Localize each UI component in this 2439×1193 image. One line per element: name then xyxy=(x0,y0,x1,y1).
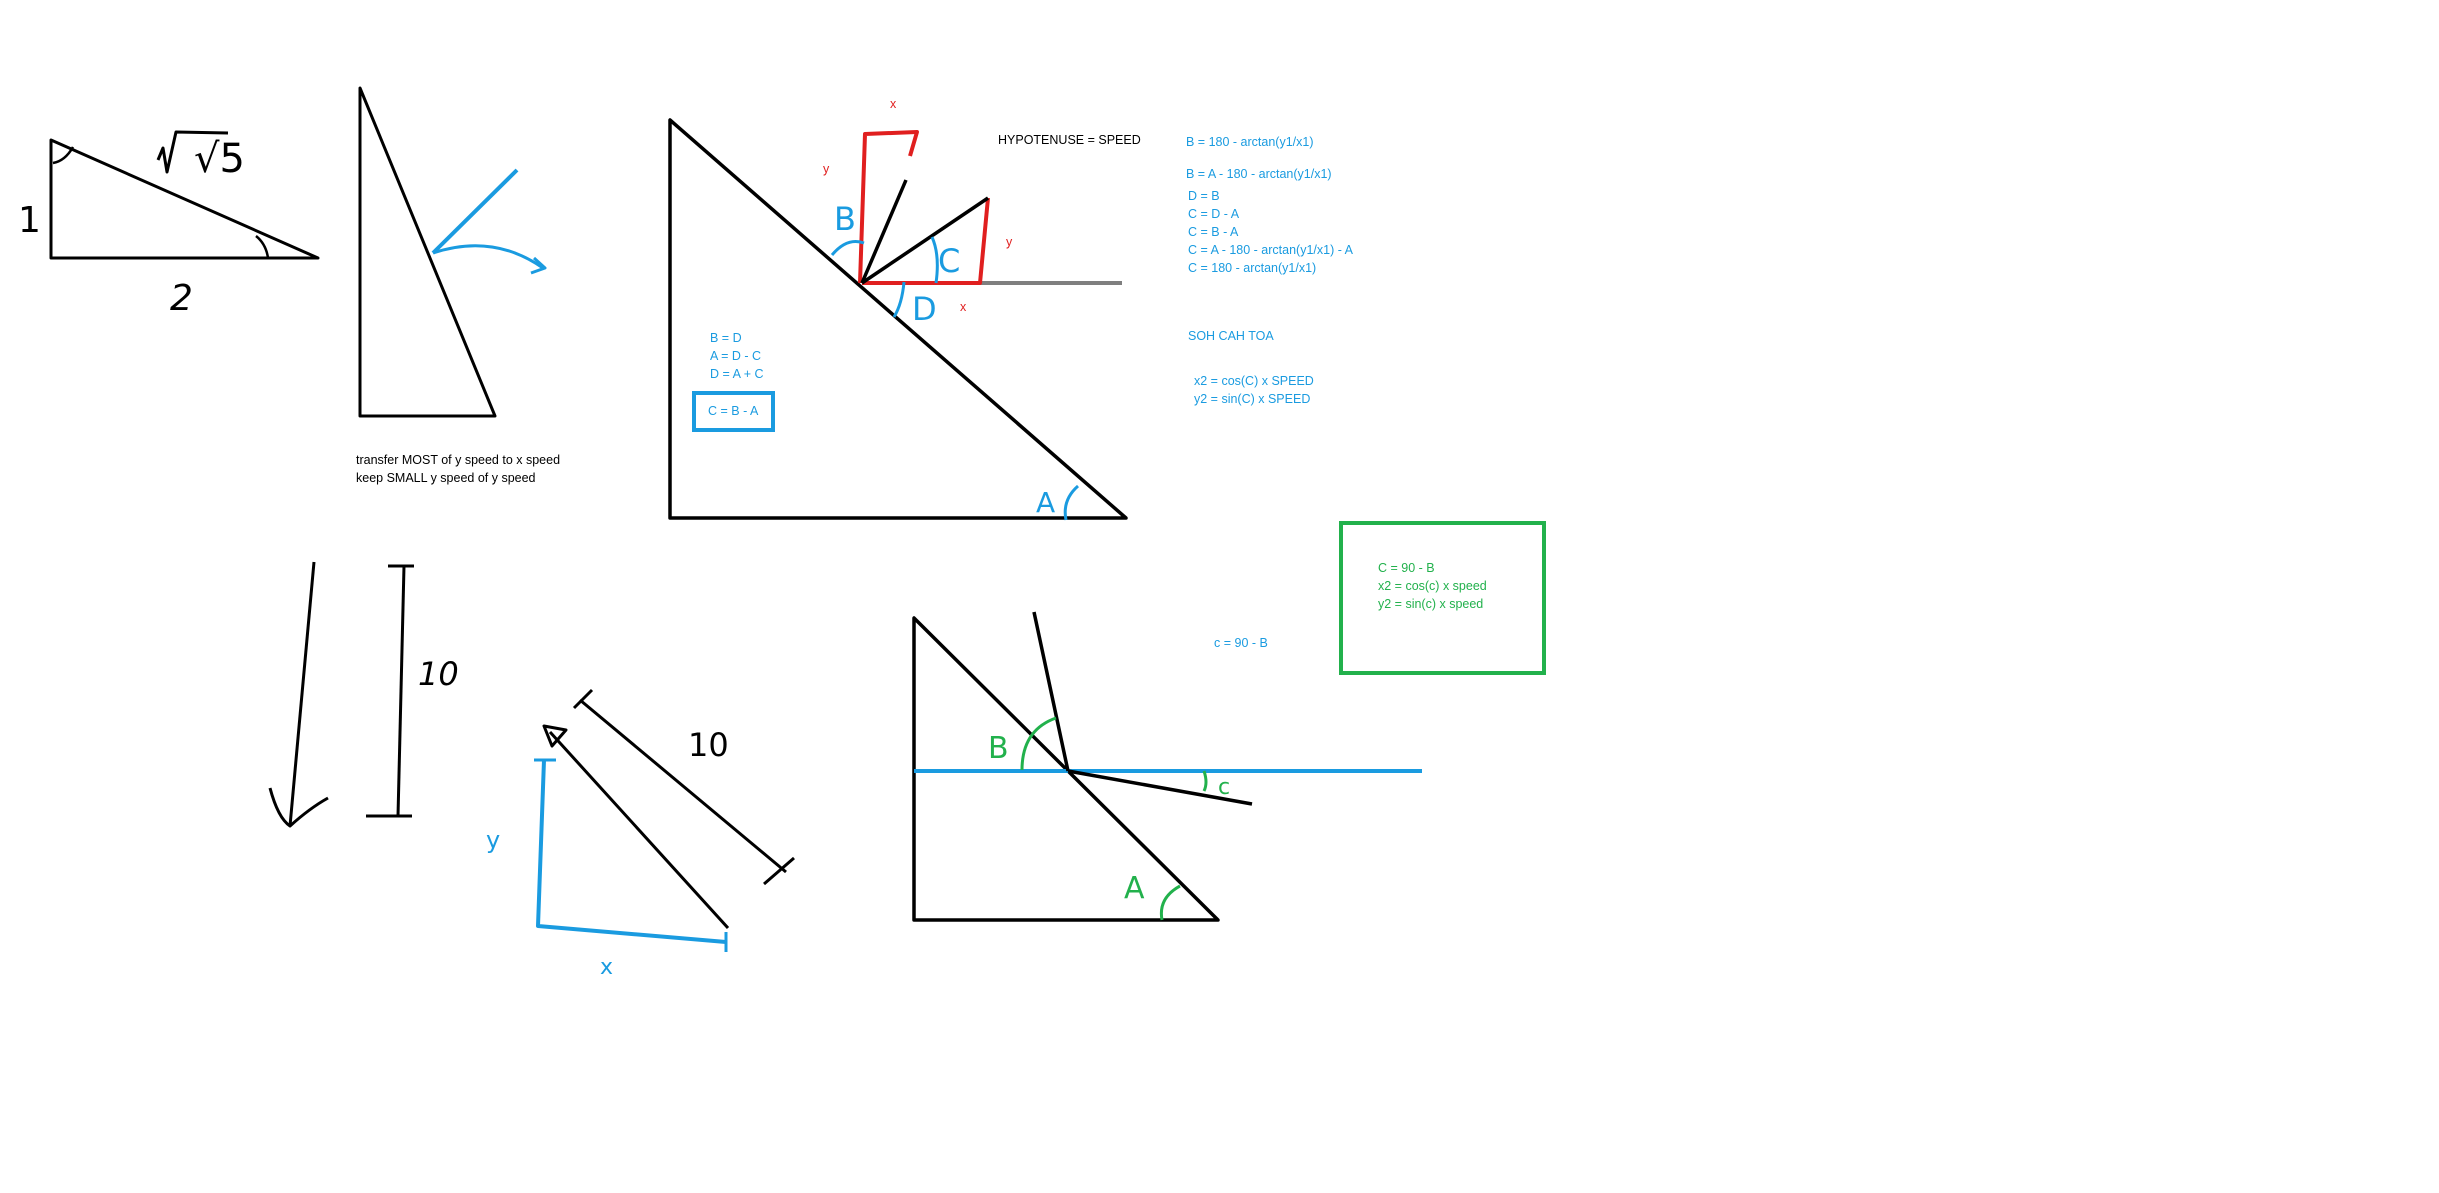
figure-diagonal-vector: 10 y x xyxy=(486,688,795,980)
note-line-1: transfer MOST of y speed to x speed xyxy=(356,453,560,467)
outgoing-ray-6 xyxy=(1067,769,1253,806)
small-angle-arc xyxy=(255,235,270,259)
figure-triangle-1-2-root5: √5 1 2 xyxy=(18,130,320,319)
incoming-vector xyxy=(860,179,908,284)
note-l1: B = 180 - arctan(y1/x1) xyxy=(1186,135,1314,149)
angle-C-label: C xyxy=(938,242,960,280)
derivation-notes: B = 180 - arctan(y1/x1) B = A - 180 - ar… xyxy=(1186,135,1354,406)
angle-B-arc-green xyxy=(1020,716,1057,771)
soh-cah-toa: SOH CAH TOA xyxy=(1188,329,1274,343)
note-l5: C = B - A xyxy=(1188,225,1239,239)
red-component-top xyxy=(858,130,919,284)
triangle-1-2-root5 xyxy=(49,138,320,260)
x-component-label: x xyxy=(600,955,613,980)
side-horizontal-label: 2 xyxy=(170,278,193,319)
hypotenuse-label: √5 xyxy=(194,136,245,182)
figure-tall-triangle: transfer MOST of y speed to x speed keep… xyxy=(356,86,560,485)
result-box xyxy=(692,391,775,432)
incoming-ray xyxy=(431,168,519,255)
xy-components xyxy=(536,759,727,944)
red-component-bottom xyxy=(862,197,990,285)
large-triangle xyxy=(668,118,1128,520)
note-l4: C = D - A xyxy=(1188,207,1240,221)
diag-measure-bottom-cap xyxy=(763,856,795,886)
right-angle-arc xyxy=(52,146,75,165)
diag-length-label: 10 xyxy=(688,726,729,764)
y2-formula: y2 = sin(C) x SPEED xyxy=(1194,392,1310,406)
note-line-2: keep SMALL y speed of y speed xyxy=(356,471,536,485)
angle-B-arc xyxy=(830,240,865,256)
figure-reflection-triangle: B A c c = 90 - B xyxy=(912,611,1422,922)
green-l1: C = 90 - B xyxy=(1378,561,1435,575)
x-bottom-label: x xyxy=(960,300,967,314)
hypotenuse-speed-title: HYPOTENUSE = SPEED xyxy=(998,133,1141,147)
arrow-head-icon xyxy=(530,256,547,275)
diag-arrow-head-icon xyxy=(542,724,568,748)
tall-triangle xyxy=(358,86,497,418)
note-l7: C = 180 - arctan(y1/x1) xyxy=(1188,261,1316,275)
down-arrow-head-icon xyxy=(268,787,329,828)
diag-measure-top-cap xyxy=(572,688,594,710)
angle-C-arc xyxy=(930,236,939,284)
angle-A-arc xyxy=(1063,484,1080,521)
green-l3: y2 = sin(c) x speed xyxy=(1378,597,1483,611)
eq-a-equals-d-minus-c: A = D - C xyxy=(710,349,761,363)
length-10-label: 10 xyxy=(418,655,459,693)
green-box-border xyxy=(1339,521,1546,675)
incoming-ray-6 xyxy=(1032,611,1070,772)
x2-formula: x2 = cos(C) x SPEED xyxy=(1194,374,1314,388)
angle-c-arc-green xyxy=(1202,770,1208,792)
eq-b-equals-d: B = D xyxy=(710,331,742,345)
outgoing-vector xyxy=(861,196,989,285)
angle-B-label-green: B xyxy=(988,731,1009,766)
figure-large-triangle: B C D A x y y x HYPOTENUSE = SPEED B = D… xyxy=(668,97,1141,521)
angle-A-label: A xyxy=(1036,486,1055,519)
deflect-curve xyxy=(432,244,544,270)
y-left-label: y xyxy=(823,162,830,176)
diag-vector xyxy=(548,730,730,930)
down-arrow xyxy=(288,561,316,827)
c-equals-90-minus-b: c = 90 - B xyxy=(1214,636,1268,650)
angle-D-arc xyxy=(892,281,906,318)
boxed-result: C = B - A xyxy=(708,404,759,418)
y-right-label: y xyxy=(1006,235,1013,249)
angle-A-arc-green xyxy=(1159,884,1181,921)
x-top-label: x xyxy=(890,97,897,111)
angle-D-label: D xyxy=(912,290,937,328)
measure-bar xyxy=(396,565,406,817)
side-vertical-label: 1 xyxy=(18,200,41,241)
angle-c-label-green: c xyxy=(1218,775,1230,800)
note-l3: D = B xyxy=(1188,189,1220,203)
note-l6: C = A - 180 - arctan(y1/x1) - A xyxy=(1188,243,1354,257)
figure-down-arrow: 10 xyxy=(268,561,459,828)
angle-A-label-green: A xyxy=(1124,871,1145,906)
angle-B-label: B xyxy=(834,200,856,238)
y-component-label: y xyxy=(486,826,500,854)
diag-measure xyxy=(579,698,787,874)
green-formula-box: C = 90 - B x2 = cos(c) x speed y2 = sin(… xyxy=(1339,521,1546,675)
note-l2: B = A - 180 - arctan(y1/x1) xyxy=(1186,167,1332,181)
eq-d-equals-a-plus-c: D = A + C xyxy=(710,367,764,381)
green-l2: x2 = cos(c) x speed xyxy=(1378,579,1487,593)
root-sign xyxy=(156,130,229,174)
